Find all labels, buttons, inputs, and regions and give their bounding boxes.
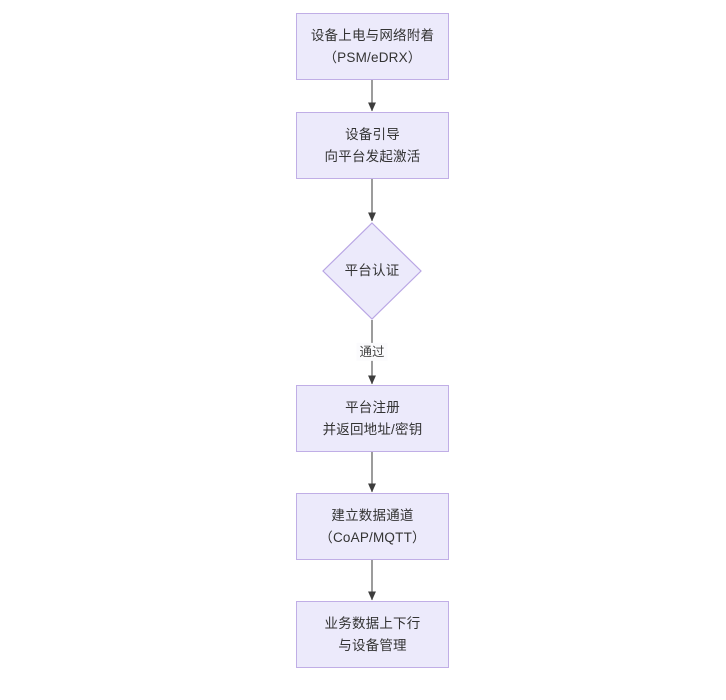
node-label-line: 向平台发起激活 [324, 148, 421, 164]
node-device-power-on[interactable]: 设备上电与网络附着 （PSM/eDRX） [296, 13, 449, 80]
node-device-bootstrap[interactable]: 设备引导 向平台发起激活 [296, 112, 449, 179]
node-label-line: （CoAP/MQTT） [319, 529, 426, 545]
node-label-line: （PSM/eDRX） [323, 49, 422, 65]
node-platform-authentication[interactable]: 平台认证 [322, 222, 422, 320]
diamond-shape-icon [322, 222, 422, 320]
node-label-line: 业务数据上下行 [324, 615, 421, 631]
node-business-data-and-device-management[interactable]: 业务数据上下行 与设备管理 [296, 601, 449, 668]
node-label-line: 与设备管理 [338, 637, 407, 653]
edge-label-pass: 通过 [356, 342, 388, 362]
node-label-line: 平台认证 [344, 263, 400, 279]
node-label-line: 建立数据通道 [331, 507, 414, 523]
node-establish-data-channel[interactable]: 建立数据通道 （CoAP/MQTT） [296, 493, 449, 560]
node-platform-registration[interactable]: 平台注册 并返回地址/密钥 [296, 385, 449, 452]
node-label-line: 设备引导 [345, 126, 400, 142]
node-label-line: 设备上电与网络附着 [310, 27, 435, 43]
node-label-line: 并返回地址/密钥 [322, 421, 423, 437]
node-label-line: 平台注册 [345, 399, 400, 415]
